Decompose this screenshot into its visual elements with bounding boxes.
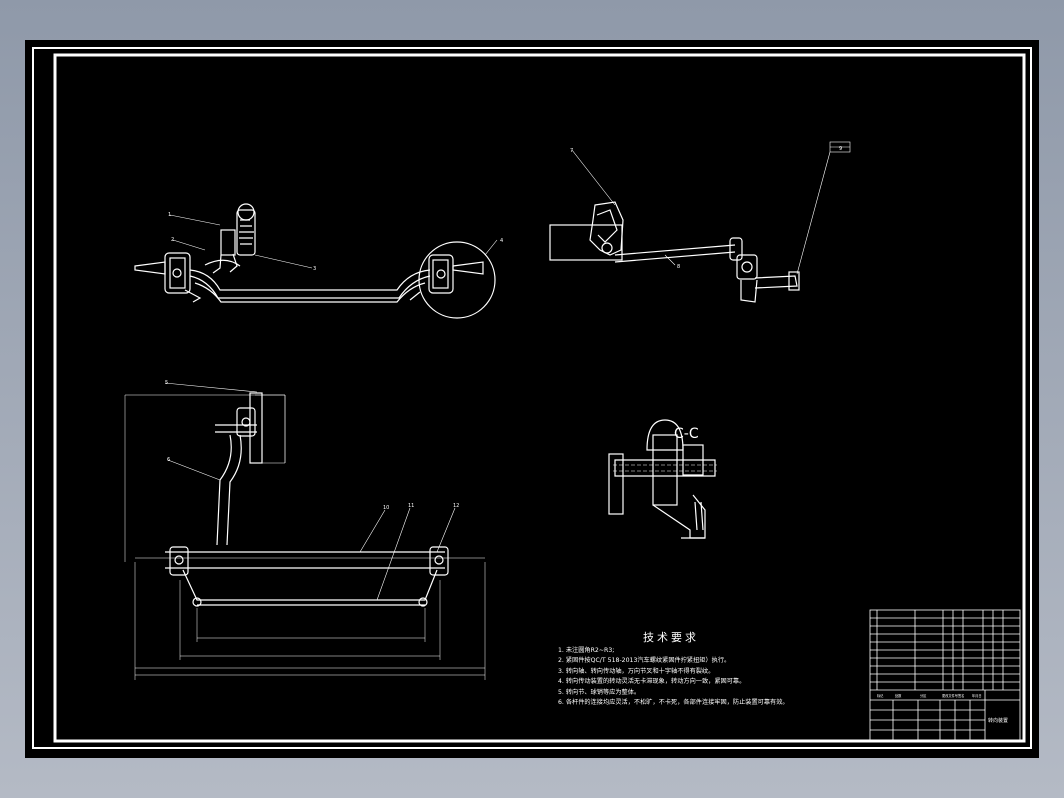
tech-title: 技术要求 [643,631,699,644]
title-header-label-5: 签名 [958,693,964,698]
callout-9: 9 [839,146,842,152]
callout-7: 7 [570,148,573,154]
callouts-bottom-left: 5 6 10 11 12 [165,380,459,511]
title-header-label-1: 标记 [877,693,884,698]
title-block [869,609,1021,741]
outer-frame [32,47,1032,749]
tech-item-3: 3. 转向轴、转向传动轴，万向节叉和十字轴不得有裂纹。 [558,667,715,675]
view-axle-top [124,382,486,680]
callout-8: 8 [677,264,680,270]
title-block-text: 标记 处数 分区 更改文件号 签名 年月日 转向装置 [877,693,1008,724]
callout-2: 2 [171,237,174,243]
callout-1: 1 [168,212,171,218]
section-label: C-C [674,426,699,442]
callout-4: 4 [500,238,503,244]
callouts-top-right: 7 8 9 [570,146,842,270]
callout-6: 6 [167,457,170,463]
tech-item-1: 1. 未注圆角R2~R3; [558,646,615,654]
inner-frame [53,53,1026,743]
technical-requirements: 技术要求 1. 未注圆角R2~R3; 2. 紧固件按QC/T 518-2013汽… [558,631,789,709]
title-header-label-6: 年月日 [972,693,982,698]
title-header-label-4: 更改文件号 [942,693,958,698]
view-section-cc [608,419,717,539]
drawing-sheet: 1 2 3 4 7 8 9 [25,40,1039,758]
callout-11: 11 [408,503,414,509]
callout-12: 12 [453,503,459,509]
cad-drawing: 1 2 3 4 7 8 9 [32,47,1032,749]
tech-item-4: 4. 转向传动装置的转动灵活无卡滞现象，转动方向一致，紧固可靠。 [558,678,746,685]
tech-item-5: 5. 转向节、球销等应为整体。 [558,688,641,696]
title-header-label-3: 分区 [920,693,927,698]
tech-item-2: 2. 紧固件按QC/T 518-2013汽车螺纹紧固件拧紧扭矩）执行。 [558,657,731,664]
callout-3: 3 [313,266,316,272]
tech-item-6: 6. 各杆件的连接均应灵活，不松旷，不卡死，各部件连接牢固，防止装置可靠有效。 [558,699,789,706]
drawing-name: 转向装置 [988,717,1008,724]
view-linkage-side [549,141,851,303]
view-axle-front [134,203,498,319]
callout-10: 10 [383,505,389,511]
title-header-label-2: 处数 [895,693,902,698]
callouts-top-left: 1 2 3 4 [168,212,503,272]
callout-5: 5 [165,380,168,386]
